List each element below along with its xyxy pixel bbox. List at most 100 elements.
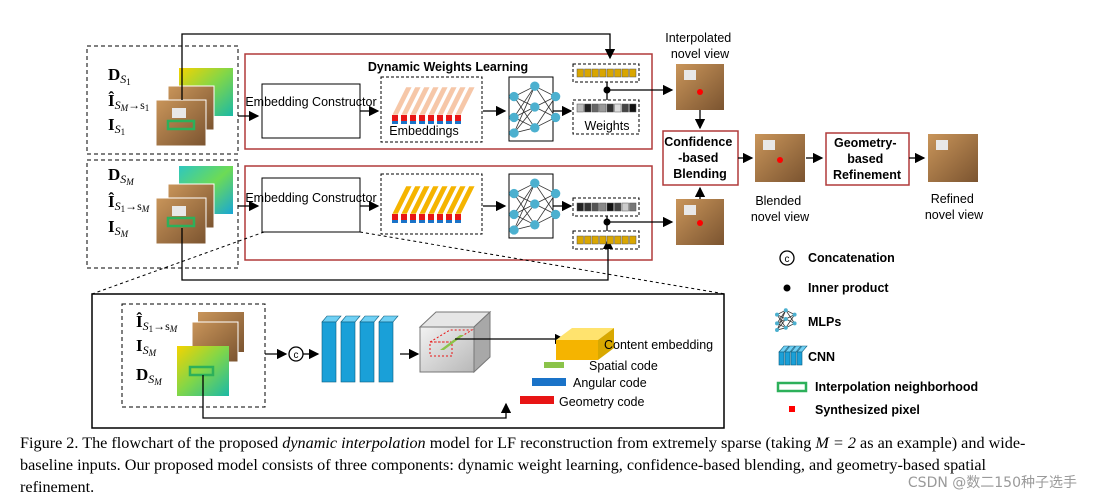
content-bottom-cell — [591, 235, 599, 245]
embedding-bottom-angular-cell — [455, 220, 461, 223]
legend-synthesized-pixel: Synthesized pixel — [815, 403, 920, 417]
arrow-detail-input-to-geometry — [202, 375, 512, 419]
embeddings-stack-bottom — [391, 185, 476, 223]
synth-pixel-bottom — [697, 220, 703, 226]
content-top-cell — [591, 68, 599, 78]
mlp-top-node — [550, 91, 561, 102]
embedding-bottom-angular-cell — [410, 220, 416, 223]
legend-mlp-node — [783, 325, 788, 330]
caption-emphasis: dynamic interpolation — [282, 434, 426, 452]
legend-mlps: MLPs — [808, 315, 841, 329]
embeddings-stack-top — [391, 86, 476, 124]
cnn-layer — [359, 321, 375, 383]
embedding-top-angular-cell — [419, 121, 425, 124]
legend-mlp-edge — [776, 310, 787, 331]
embedding-top-angular-cell — [455, 121, 461, 124]
detail-input-group — [121, 303, 266, 408]
geometry-code-label: Geometry code — [559, 395, 645, 409]
embedding-top-geometry-cell — [419, 115, 425, 121]
content-vector-box-bottom — [572, 230, 640, 250]
legend-mlp-node — [783, 308, 788, 313]
mlp-bottom-node — [509, 209, 519, 220]
legend-mlp-node — [775, 328, 779, 332]
mlp-top-node — [530, 123, 540, 133]
content-top-cell — [614, 68, 622, 78]
input-ihat-top: ÎSM→s1 — [108, 91, 149, 113]
embedding-top-geometry-cell — [392, 115, 398, 121]
weights-top-cell — [591, 103, 599, 113]
detail-frame — [91, 293, 725, 429]
mlp-bottom-node — [509, 225, 519, 235]
image-top — [155, 99, 207, 147]
embedding-top-geometry-cell — [401, 115, 407, 121]
interpolated-view-bottom-object — [684, 205, 696, 215]
embedding-bottom-angular-cell — [392, 220, 398, 223]
legend-concat-letter: c — [785, 254, 790, 265]
embedding-top-geometry-cell — [446, 115, 452, 121]
embedding-top-angular-cell — [401, 121, 407, 124]
input-group-bottom — [86, 159, 239, 269]
mlp-bottom-edge — [513, 203, 536, 231]
legend-cnn: CNN — [808, 350, 835, 364]
embedding-constructor-top — [261, 83, 361, 139]
input-d-top: DS1 — [108, 65, 131, 87]
embedding-constructor-bottom — [261, 177, 361, 233]
weights-top-cell — [629, 103, 637, 113]
legend-mlp-node — [783, 317, 788, 321]
embedding-constructor-bottom-label: Embedding Constructor — [245, 191, 376, 205]
embedding-bottom-angular-cell — [428, 220, 434, 223]
weights-bottom-cell — [599, 202, 607, 212]
legend-mlp-node — [792, 312, 797, 317]
weights-top-cell — [621, 103, 629, 113]
zoom-line-left — [91, 231, 265, 295]
refined-view-label: Refined novel view — [925, 192, 984, 222]
embedding-bottom-geometry-cell — [437, 214, 443, 220]
cnn-stack — [321, 315, 399, 383]
refined-view-object — [936, 140, 948, 150]
legend-neighborhood-box — [776, 381, 808, 393]
weights-box — [572, 99, 640, 135]
input-i-top: IS1 — [108, 115, 125, 137]
arrow-top-bypass — [181, 33, 616, 100]
embedding-bottom-angular-cell — [419, 220, 425, 223]
blended-view-label: Blended novel view — [751, 194, 810, 224]
content-bottom-cell — [599, 235, 607, 245]
embedding-top-angular-cell — [428, 121, 434, 124]
embedding-top-geometry-cell — [437, 115, 443, 121]
embeddings-box-bottom — [380, 173, 483, 235]
legend-interpolation-neighborhood: Interpolation neighborhood — [815, 380, 978, 394]
mlp-top-node — [509, 128, 519, 138]
legend-mlp-edge — [785, 314, 795, 329]
mlp-network-bottom — [509, 178, 561, 235]
embedding-top-angular-cell — [392, 121, 398, 124]
mlp-bottom-edge — [534, 193, 556, 226]
content-top-cell — [606, 68, 614, 78]
concat-symbol-letter: c — [294, 350, 299, 361]
mlp-bottom-node — [550, 209, 561, 220]
weights-vector-bottom — [576, 202, 637, 212]
cnn-layer-top — [359, 315, 380, 323]
embedding-top-angular-cell — [437, 121, 443, 124]
mlp-bottom-node — [509, 188, 519, 199]
weights-box-bottom — [572, 197, 640, 217]
detail-input-i: ISM — [136, 336, 157, 358]
weights-top-cell — [576, 103, 584, 113]
legend-cnn-layer — [778, 351, 785, 366]
embedding-bottom-geometry-cell — [446, 214, 452, 220]
weights-top-cell — [599, 103, 607, 113]
legend-cnn-layer — [784, 351, 791, 366]
input-ihat-bottom: ÎS1→sM — [108, 192, 150, 214]
content-top-cell — [629, 68, 637, 78]
content-embedding-side — [598, 328, 614, 360]
geometry-refinement-label: Geometry- based Refinement — [833, 136, 902, 182]
embedding-bottom-angular-cell — [446, 220, 452, 223]
flowchart-diagram: DS1 ÎSM→s1 IS1 DSM ÎS1→sM ISM Dynamic We… — [86, 31, 984, 429]
angular-code-label: Angular code — [573, 376, 647, 390]
synth-pixel-blended — [777, 157, 783, 163]
weights-bottom-cell — [584, 202, 592, 212]
embedding-top-angular-cell — [446, 121, 452, 124]
weights-bottom-cell — [591, 202, 599, 212]
feature-volume-highlight-front — [429, 341, 453, 357]
weights-bottom-cell — [606, 202, 614, 212]
content-top-cell — [584, 68, 592, 78]
